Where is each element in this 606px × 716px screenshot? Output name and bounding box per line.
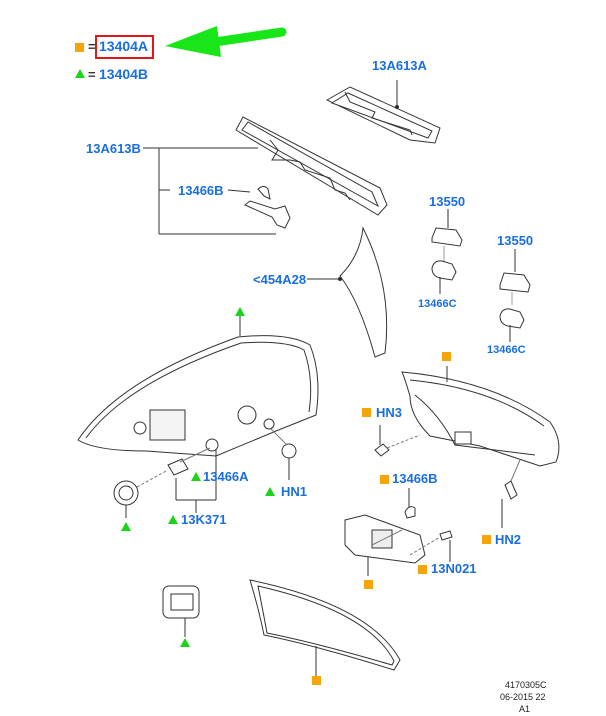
triangle-marker-icon xyxy=(235,307,245,316)
highlight-box xyxy=(95,35,154,59)
callout-13466C-a[interactable]: 13466C xyxy=(418,298,457,310)
triangle-marker-icon xyxy=(168,515,178,524)
gaskets-drawing xyxy=(162,579,401,676)
callout-13A613B[interactable]: 13A613B xyxy=(86,141,141,156)
legend-part-13404A[interactable]: 13404A xyxy=(99,38,149,54)
bracket-leader-13A613B xyxy=(143,147,276,235)
part-13A613A-drawing xyxy=(325,80,441,144)
callout-HN2[interactable]: HN2 xyxy=(495,532,522,547)
square-marker-icon xyxy=(418,565,427,574)
part-13550-a-drawing xyxy=(431,209,463,294)
square-marker-icon xyxy=(364,580,373,589)
footer-drawing-code: 4170305C xyxy=(505,680,547,690)
square-marker-icon xyxy=(380,475,389,484)
legend-triangle-icon xyxy=(75,69,85,78)
legend-equals: = xyxy=(88,39,96,54)
square-marker-icon xyxy=(312,676,321,685)
socket-and-bulb-drawing xyxy=(113,428,297,518)
square-marker-icon xyxy=(362,408,371,417)
triangle-marker-icon xyxy=(265,487,275,496)
triangle-marker-icon xyxy=(121,522,131,531)
legend-part-13404B[interactable]: 13404B xyxy=(99,66,149,82)
part-454A28-drawing xyxy=(307,226,388,358)
square-marker-icon xyxy=(442,352,451,361)
footer-date: 06-2015 22 xyxy=(500,692,546,702)
callout-454A28[interactable]: <454A28 xyxy=(253,272,307,287)
callout-13466B-top[interactable]: 13466B xyxy=(178,183,224,198)
part-13550-b-drawing xyxy=(499,249,531,342)
callout-HN3[interactable]: HN3 xyxy=(376,405,403,420)
callout-13466A[interactable]: 13466A xyxy=(203,469,249,484)
callout-13550-a[interactable]: 13550 xyxy=(429,194,466,209)
callout-13550-b[interactable]: 13550 xyxy=(497,233,534,248)
square-marker-icon xyxy=(482,535,491,544)
callout-13K371[interactable]: 13K371 xyxy=(181,512,227,527)
part-13404A-lamp-drawing xyxy=(374,366,560,528)
footer-revision: A1 xyxy=(519,704,531,714)
legend-square-icon xyxy=(75,43,84,52)
part-13404B-lamp-drawing xyxy=(77,312,319,457)
callout-13A613A[interactable]: 13A613A xyxy=(372,58,427,73)
green-arrow-icon xyxy=(165,26,287,57)
callout-HN1[interactable]: HN1 xyxy=(281,484,308,499)
bulb-holder-drawing xyxy=(344,488,453,576)
triangle-marker-icon xyxy=(191,472,201,481)
triangle-marker-icon xyxy=(180,638,190,647)
callout-13466B-bottom[interactable]: 13466B xyxy=(392,471,438,486)
legend-equals: = xyxy=(88,67,96,82)
callout-13466C-b[interactable]: 13466C xyxy=(487,344,526,356)
part-13A613B-drawing xyxy=(235,116,388,229)
callout-13N021[interactable]: 13N021 xyxy=(431,561,477,576)
